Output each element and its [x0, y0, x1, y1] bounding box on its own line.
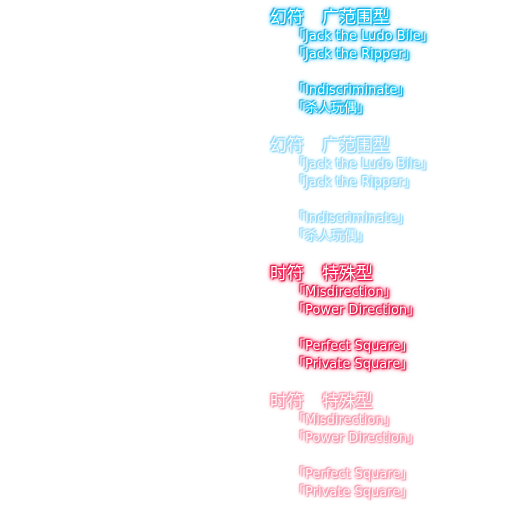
spell-sign-name: 幻符	[270, 136, 304, 156]
spell-card-item[interactable]: 「Jack the Ludo Bile」	[292, 157, 434, 172]
spell-card-item[interactable]: 「杀人玩偶」	[292, 101, 371, 116]
spell-card-item[interactable]: 「Power Direction」	[292, 303, 421, 318]
spell-type-name: 特殊型	[322, 264, 373, 284]
spell-group-heading: 幻符广范围型	[270, 8, 510, 28]
spell-group-heading: 幻符广范围型	[270, 136, 510, 156]
spell-type-name: 广范围型	[322, 8, 390, 28]
spell-card-item[interactable]: 「Private Square」	[292, 485, 414, 500]
spell-card-item[interactable]: 「Perfect Square」	[292, 467, 414, 482]
spell-card-item[interactable]: 「Jack the Ludo Bile」	[292, 29, 434, 44]
spell-card-item[interactable]: 「杀人玩偶」	[292, 229, 371, 244]
spell-group-time-special: 时符特殊型 「Misdirection」 「Power Direction」 「…	[270, 264, 510, 374]
spell-card-item[interactable]: 「Misdirection」	[292, 285, 397, 300]
spell-group-illusion-wide: 幻符广范围型 「Jack the Ludo Bile」 「Jack the Ri…	[270, 8, 510, 118]
spell-card-item[interactable]: 「Indiscriminate」	[292, 211, 411, 226]
spell-card-item[interactable]: 「Power Direction」	[292, 431, 421, 446]
spell-group-heading: 时符特殊型	[270, 264, 510, 284]
spell-type-name: 特殊型	[322, 392, 373, 412]
spell-group-illusion-wide-faded: 幻符广范围型 「Jack the Ludo Bile」 「Jack the Ri…	[270, 136, 510, 246]
spell-sign-name: 时符	[270, 392, 304, 412]
spell-card-item[interactable]: 「Private Square」	[292, 357, 414, 372]
spell-sign-name: 时符	[270, 264, 304, 284]
spell-card-item[interactable]: 「Perfect Square」	[292, 339, 414, 354]
spell-group-time-special-faded: 时符特殊型 「Misdirection」 「Power Direction」 「…	[270, 392, 510, 502]
spell-card-item[interactable]: 「Misdirection」	[292, 413, 397, 428]
spell-type-name: 广范围型	[322, 136, 390, 156]
spell-card-item[interactable]: 「Jack the Ripper」	[292, 47, 417, 62]
spell-card-item[interactable]: 「Indiscriminate」	[292, 83, 411, 98]
spell-card-item[interactable]: 「Jack the Ripper」	[292, 175, 417, 190]
spell-group-heading: 时符特殊型	[270, 392, 510, 412]
spell-sign-name: 幻符	[270, 8, 304, 28]
